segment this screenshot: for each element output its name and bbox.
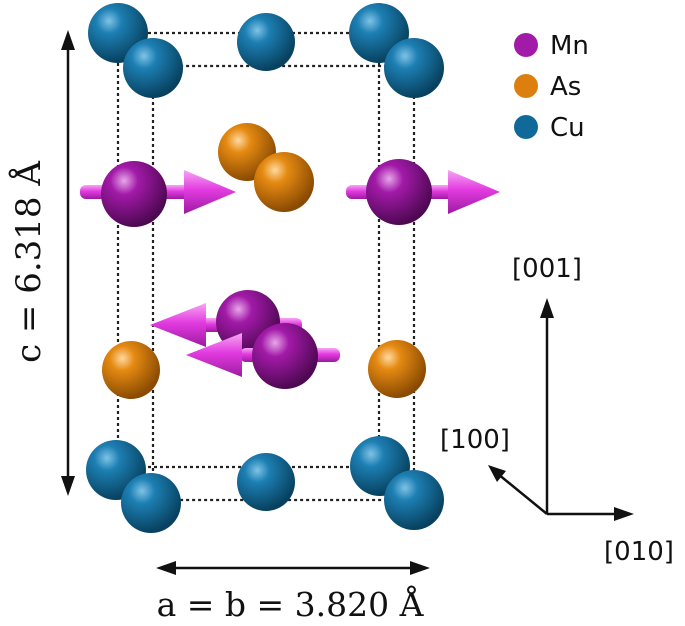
cu-atom — [121, 473, 181, 533]
mn-pair-lower — [150, 290, 340, 389]
legend-swatch-cu — [514, 115, 538, 139]
as-atom — [102, 341, 160, 399]
cu-atom — [237, 13, 295, 71]
axis-001-label: [001] — [512, 254, 582, 284]
cu-atom — [123, 38, 183, 98]
as-atom — [368, 340, 426, 398]
cu-atom — [384, 470, 444, 530]
axis-010-head — [614, 507, 634, 521]
c-arrow-head-top — [61, 30, 75, 50]
axis-010-label: [010] — [604, 537, 674, 567]
cu-atoms-top — [88, 3, 444, 98]
axis-001-head — [540, 298, 554, 318]
cu-atoms-bottom — [86, 436, 444, 533]
legend-item-cu: Cu — [514, 113, 585, 143]
legend-item-as: As — [514, 72, 581, 102]
mn-row-upper — [80, 159, 500, 227]
ab-dimension-label: a = b = 3.820 Å — [157, 584, 425, 624]
legend-item-mn: Mn — [514, 31, 589, 61]
mn-atom — [101, 161, 167, 227]
legend-swatch-as — [514, 74, 538, 98]
legend-label-mn: Mn — [550, 31, 589, 61]
axis-100-line — [497, 473, 548, 515]
as-atoms-lower — [102, 340, 426, 399]
axis-100-head — [488, 465, 506, 482]
ab-arrow-head-left — [156, 561, 176, 575]
cell-bottom-face — [115, 465, 417, 502]
cu-atom — [384, 38, 444, 98]
mn-atom — [252, 323, 318, 389]
mn-atom — [366, 159, 432, 225]
legend-label-cu: Cu — [550, 113, 585, 143]
c-dimension-label: c = 6.318 Å — [8, 161, 49, 363]
ab-dimension: a = b = 3.820 Å — [156, 561, 430, 624]
ab-arrow-head-right — [410, 561, 430, 575]
axis-100-label: [100] — [440, 425, 510, 455]
as-atom — [254, 152, 314, 212]
legend: Mn As Cu — [514, 31, 589, 143]
cu-atom — [237, 453, 295, 511]
c-arrow-head-bottom — [61, 476, 75, 496]
legend-label-as: As — [550, 72, 581, 102]
crystal-axes: [001] [100] [010] — [440, 254, 674, 567]
unit-cell-edges — [115, 31, 417, 502]
legend-swatch-mn — [514, 33, 538, 57]
c-dimension: c = 6.318 Å — [8, 30, 75, 496]
as-atoms-upper — [218, 123, 314, 212]
